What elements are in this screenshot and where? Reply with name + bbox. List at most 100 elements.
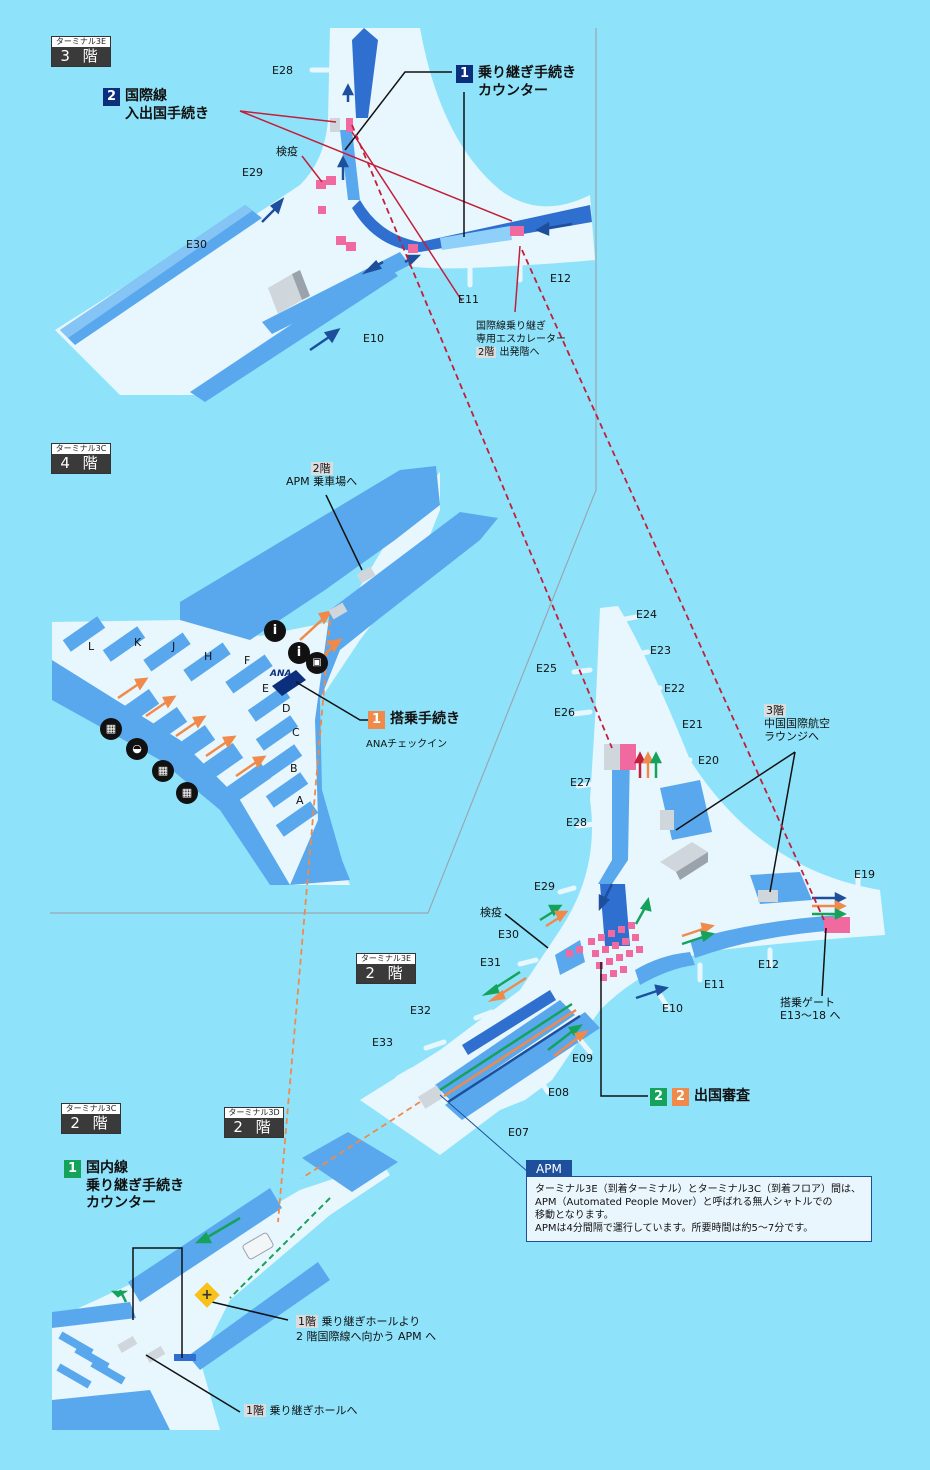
t3c-4f-badge: ターミナル3C 4 階	[51, 443, 111, 474]
lounge-note: 3階 中国国際航空 ラウンジへ	[764, 704, 830, 743]
gate-label: E22	[664, 682, 685, 695]
floor-name: 2 階	[357, 964, 415, 983]
gate-label: E11	[704, 978, 725, 991]
counter-label: A	[296, 794, 304, 807]
terminal-name: ターミナル3E	[52, 37, 110, 47]
step-number: 2	[650, 1088, 667, 1106]
quarantine-label: 検疫	[480, 906, 502, 919]
gate-label: E32	[410, 1004, 431, 1017]
gate-label: E26	[554, 706, 575, 719]
gate-label: E29	[534, 880, 555, 893]
note-line: 乗り継ぎホールへ	[266, 1404, 358, 1417]
gate-label: E29	[242, 166, 263, 179]
t3d-2f-badge: ターミナル3D 2 階	[224, 1107, 284, 1138]
terminal-name: ターミナル3C	[62, 1104, 120, 1114]
gate-label: E24	[636, 608, 657, 621]
floor-name: 2 階	[62, 1114, 120, 1133]
transfer-counter-callout: 1 乗り継ぎ手続き カウンター	[456, 65, 576, 100]
step-number: 1	[456, 65, 473, 83]
terminal-name: ターミナル3C	[52, 444, 110, 454]
gate-label: E11	[458, 293, 479, 306]
apm-line: ターミナル3E（到着ターミナル）とターミナル3C（到着フロア）間は、	[535, 1184, 862, 1195]
gate-label: E07	[508, 1126, 529, 1139]
taxi-icon: ◒	[126, 738, 148, 760]
floor-chip: 1階	[296, 1315, 318, 1328]
gate-label: E23	[650, 644, 671, 657]
apm-line: APM（Automated People Mover）と呼ばれる無人シャトルでの	[535, 1197, 833, 1208]
gate-label: E30	[186, 238, 207, 251]
callout-line: 乗り継ぎ手続き	[478, 65, 576, 81]
counter-label: J	[172, 640, 176, 653]
gate-label: E08	[548, 1086, 569, 1099]
counter-label: D	[282, 702, 291, 715]
info-icon: i	[288, 642, 310, 664]
counter-label: K	[134, 636, 142, 649]
floor-name: 2 階	[225, 1118, 283, 1137]
route-connectors	[277, 124, 825, 1223]
callout-line: カウンター	[86, 1195, 156, 1211]
callout-line: カウンター	[478, 83, 548, 99]
transfer-route-marker-icon: +	[194, 1282, 220, 1308]
gate-label: E31	[480, 956, 501, 969]
apm-info-box: ターミナル3E（到着ターミナル）とターミナル3C（到着フロア）間は、 APM（A…	[526, 1176, 872, 1242]
info-icon: i	[264, 620, 286, 642]
checkin-callout: 1 搭乗手続き	[368, 711, 460, 729]
panel-dividers	[50, 28, 597, 914]
floor-name: 4 階	[52, 454, 110, 473]
note-line: 専用エスカレーター	[476, 334, 566, 345]
apm-line: APMは4分間隔で運行しています。所要時間は約5～7分です。	[535, 1223, 814, 1234]
hall-note: 1階 乗り継ぎホールへ	[244, 1404, 358, 1417]
step-number: 1	[368, 711, 385, 729]
apm-line: 移動となります。	[535, 1210, 614, 1221]
counter-label: F	[244, 654, 251, 667]
step-number: 2	[672, 1088, 689, 1106]
note-line: 搭乗ゲート	[780, 996, 835, 1009]
note-line: 中国国際航空	[764, 717, 830, 730]
bus-icon: ▦	[176, 782, 198, 804]
gate-label: E20	[698, 754, 719, 767]
note-line: 出発階へ	[496, 347, 540, 358]
note-line: ラウンジへ	[764, 730, 819, 743]
gate-label: E33	[372, 1036, 393, 1049]
t3e-2f-badge: ターミナル3E 2 階	[356, 953, 416, 984]
t3c-2f-floorplan	[52, 1132, 398, 1430]
note-line: 国際線乗り継ぎ	[476, 321, 546, 332]
floor-chip: 3階	[764, 704, 786, 717]
baggage-icon: ▣	[306, 652, 328, 674]
counter-label: B	[290, 762, 298, 775]
gate-label: E28	[566, 816, 587, 829]
floor-chip: 1階	[244, 1404, 266, 1417]
gate-label: E09	[572, 1052, 593, 1065]
callout-line: 国内線	[86, 1160, 128, 1176]
hall-apm-note: 1階 乗り継ぎホールより 2 階国際線へ向かう APM へ	[296, 1314, 436, 1344]
t3e-3f-floorplan	[55, 28, 595, 402]
counter-label: E	[262, 682, 269, 695]
gate-label: E10	[662, 1002, 683, 1015]
counter-label: C	[292, 726, 300, 739]
counter-label: H	[204, 650, 213, 663]
callout-text: 搭乗手続き	[390, 711, 460, 727]
t3e-2f-floorplan	[360, 606, 885, 1173]
t3e-3f-badge: ターミナル3E 3 階	[51, 36, 111, 67]
gate-label: E21	[682, 718, 703, 731]
note-line: 乗り継ぎホールより	[318, 1315, 421, 1328]
ana-logo: ANA	[270, 669, 292, 679]
terminal-name: ターミナル3E	[357, 954, 415, 964]
callout-line: 入出国手続き	[125, 106, 209, 122]
callout-line: 国際線	[125, 88, 167, 104]
apm-tag: APM	[526, 1160, 572, 1178]
counter-label: L	[88, 640, 95, 653]
note-line: APM 乗車場へ	[286, 475, 358, 488]
terminal-name: ターミナル3D	[225, 1108, 283, 1118]
floor-chip: 2階	[476, 347, 497, 358]
bus-icon: ▦	[100, 718, 122, 740]
callout-text: 出国審査	[694, 1088, 750, 1104]
gate-label: E12	[550, 272, 571, 285]
t3c-2f-badge: ターミナル3C 2 階	[61, 1103, 121, 1134]
gate-label: E10	[363, 332, 384, 345]
